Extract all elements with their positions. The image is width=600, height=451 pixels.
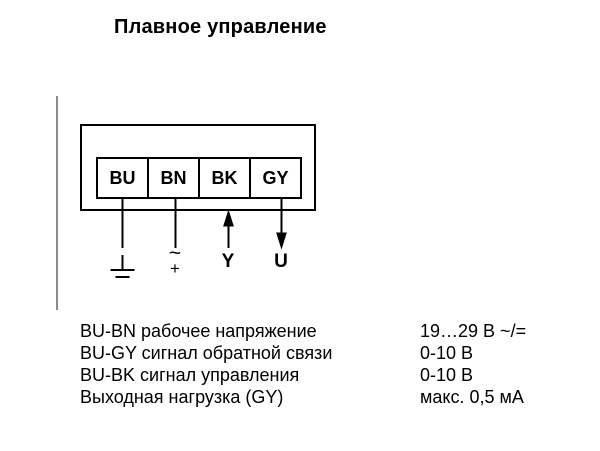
dc-plus-symbol: + <box>170 259 180 278</box>
signal-u-label: U <box>274 251 288 272</box>
spec-row-control-signal: BU-BK сигнал управления 0-10 В <box>80 364 570 386</box>
spec-row-feedback-signal: BU-GY сигнал обратной связи 0-10 В <box>80 342 570 364</box>
ac-tilde-symbol: ~ <box>168 242 182 265</box>
signal-y-label: Y <box>221 251 235 272</box>
down-arrow-icon <box>276 232 287 250</box>
spec-value: 0-10 В <box>420 343 474 363</box>
spec-value: макс. 0,5 мА <box>420 387 524 407</box>
terminal-bk: BK <box>198 157 251 199</box>
spec-table: BU-BN рабочее напряжение 19…29 В ~/= BU-… <box>80 320 570 408</box>
spec-value: 0-10 В <box>420 365 474 385</box>
spec-value: 19…29 В ~/= <box>420 321 527 341</box>
terminal-bu: BU <box>96 157 149 199</box>
acdc-voltage-icon: ~ + <box>159 242 191 278</box>
spec-name: BU-BN рабочее напряжение <box>80 321 317 341</box>
up-arrow-icon <box>223 209 234 227</box>
left-margin-line <box>56 96 58 310</box>
page-title: Плавное управление <box>114 16 327 38</box>
spec-row-output-load: Выходная нагрузка (GY) макс. 0,5 мА <box>80 386 570 408</box>
spec-name: Выходная нагрузка (GY) <box>80 387 284 407</box>
spec-name: BU-BK сигнал управления <box>80 365 300 385</box>
wiring-lines <box>110 199 287 278</box>
terminal-bn: BN <box>147 157 200 199</box>
terminal-gy: GY <box>249 157 302 199</box>
ground-icon <box>110 255 135 278</box>
spec-name: BU-GY сигнал обратной связи <box>80 343 333 363</box>
terminal-strip: BU BN BK GY <box>96 157 302 199</box>
spec-row-operating-voltage: BU-BN рабочее напряжение 19…29 В ~/= <box>80 320 570 342</box>
